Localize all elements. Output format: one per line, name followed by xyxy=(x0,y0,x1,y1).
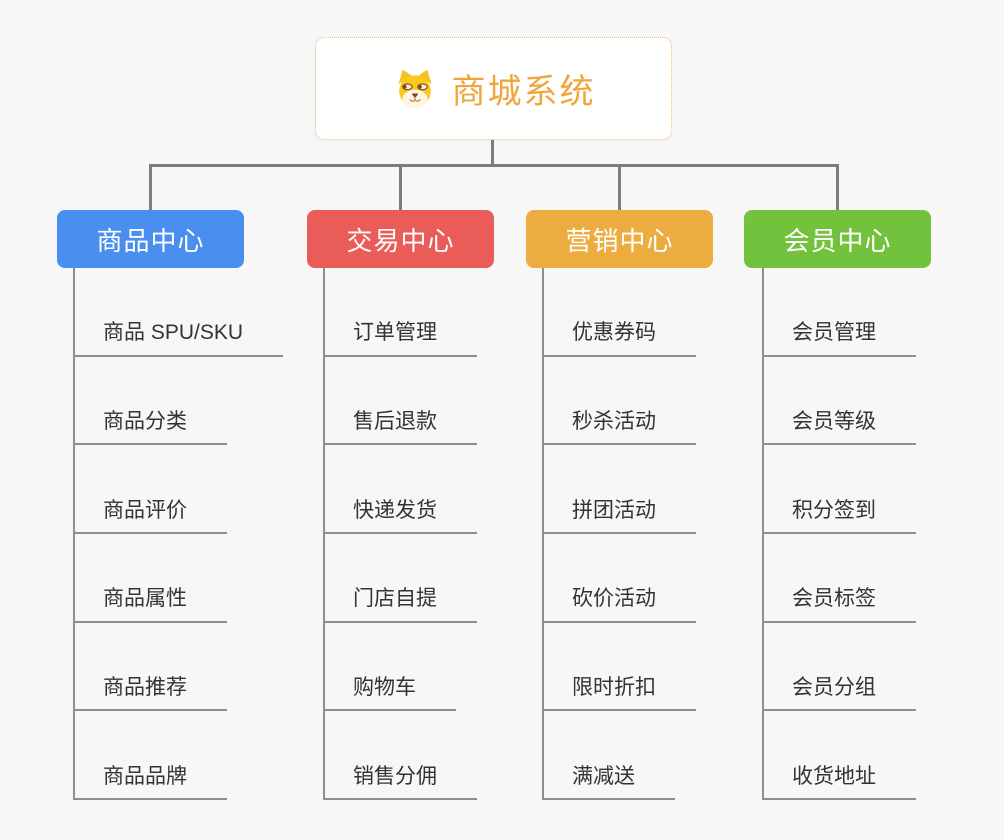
root-node[interactable]: 商城系统 xyxy=(315,37,672,140)
leaf-node[interactable]: 会员标签 xyxy=(762,586,916,623)
leaf-node[interactable]: 订单管理 xyxy=(323,320,477,357)
branch-column-product: 商品 SPU/SKU 商品分类 商品评价 商品属性 商品推荐 商品品牌 xyxy=(73,268,284,800)
leaf-node[interactable]: 购物车 xyxy=(323,675,456,712)
leaf-node[interactable]: 商品评价 xyxy=(73,498,227,534)
connector-trunk xyxy=(73,268,75,800)
dog-face-icon xyxy=(392,68,438,110)
connector-trunk xyxy=(323,268,325,800)
connector-trunk xyxy=(762,268,764,800)
leaf-node[interactable]: 商品属性 xyxy=(73,586,227,623)
leaf-node[interactable]: 秒杀活动 xyxy=(542,409,696,446)
leaf-node[interactable]: 快递发货 xyxy=(323,498,477,534)
leaf-node[interactable]: 会员分组 xyxy=(762,675,916,712)
leaf-node[interactable]: 销售分佣 xyxy=(323,764,477,800)
branch-header-marketing[interactable]: 营销中心 xyxy=(526,210,713,268)
branch-header-trade[interactable]: 交易中心 xyxy=(307,210,494,268)
connector-branch-bus xyxy=(149,164,839,167)
connector-drop-marketing xyxy=(618,164,621,211)
leaf-node[interactable]: 售后退款 xyxy=(323,409,477,446)
connector-drop-trade xyxy=(399,164,402,211)
leaf-node[interactable]: 优惠券码 xyxy=(542,320,696,357)
leaf-node[interactable]: 会员管理 xyxy=(762,320,916,357)
leaf-node[interactable]: 商品分类 xyxy=(73,409,227,446)
leaf-node[interactable]: 限时折扣 xyxy=(542,675,696,712)
leaf-node[interactable]: 会员等级 xyxy=(762,409,916,446)
leaf-node[interactable]: 商品 SPU/SKU xyxy=(73,320,284,357)
branch-header-product[interactable]: 商品中心 xyxy=(57,210,244,268)
leaf-node[interactable]: 积分签到 xyxy=(762,498,916,534)
connector-trunk xyxy=(542,268,544,800)
branch-column-marketing: 优惠券码 秒杀活动 拼团活动 砍价活动 限时折扣 满减送 xyxy=(542,268,696,800)
branch-column-member: 会员管理 会员等级 积分签到 会员标签 会员分组 收货地址 xyxy=(762,268,916,800)
leaf-node[interactable]: 门店自提 xyxy=(323,586,477,623)
connector-drop-member xyxy=(836,164,839,211)
branch-header-label: 营销中心 xyxy=(565,225,674,256)
branch-header-label: 会员中心 xyxy=(783,225,892,256)
leaf-node[interactable]: 商品推荐 xyxy=(73,675,227,712)
connector-drop-product xyxy=(149,164,152,211)
connector-root-stem xyxy=(491,140,494,167)
root-title: 商城系统 xyxy=(451,73,596,111)
branch-column-trade: 订单管理 售后退款 快递发货 门店自提 购物车 销售分佣 xyxy=(323,268,477,800)
branch-header-label: 商品中心 xyxy=(96,225,205,256)
leaf-node[interactable]: 收货地址 xyxy=(762,764,916,800)
leaf-node[interactable]: 拼团活动 xyxy=(542,498,696,534)
branch-header-member[interactable]: 会员中心 xyxy=(744,210,931,268)
leaf-node[interactable]: 商品品牌 xyxy=(73,764,227,800)
leaf-node[interactable]: 砍价活动 xyxy=(542,586,696,623)
branch-header-label: 交易中心 xyxy=(346,225,455,256)
leaf-node[interactable]: 满减送 xyxy=(542,764,675,800)
